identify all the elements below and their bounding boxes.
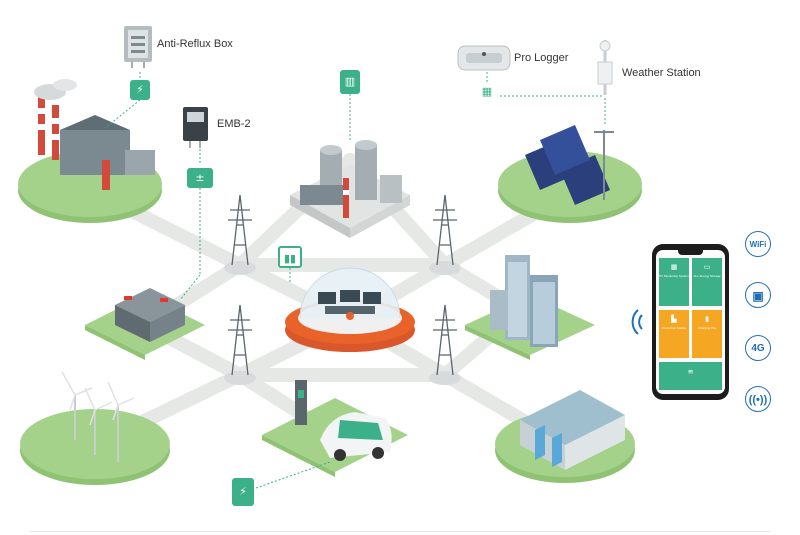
solar-farm-platform (498, 125, 642, 223)
battery-platform (85, 288, 205, 360)
solar-icon: ▦ (670, 264, 678, 271)
city-platform (465, 255, 595, 360)
wind-farm-platform (20, 371, 170, 485)
tile-label: Production Station (661, 326, 687, 331)
industrial-plant-platform (290, 140, 410, 238)
factory-platform (18, 79, 162, 223)
emb2-device (183, 107, 208, 148)
monitor-chart-icon: ▮▮ (278, 246, 302, 268)
phone-notch (678, 250, 703, 255)
anti-reflux-box-label: Anti-Reflux Box (157, 38, 233, 50)
tile-label: Charging Pile (697, 326, 716, 331)
wifi-icon: WiFi (745, 231, 771, 257)
phone-screen: ▦ PV Monitoring System ▭ ALL Energy Stor… (656, 250, 725, 394)
solar-panel-icon: ▦ (475, 82, 499, 102)
factory-icon: ▙ (671, 316, 677, 323)
charger-icon: ▮ (705, 316, 709, 323)
control-center-dome (285, 267, 415, 352)
transmission-pylons (224, 194, 461, 385)
tile-charging-pile[interactable]: ▮ Charging Pile (692, 310, 722, 358)
battery-plus-minus-icon: ± (187, 168, 213, 188)
building-icon: ▥ (340, 70, 360, 94)
pro-logger-label: Pro Logger (514, 52, 569, 64)
bottom-divider (30, 531, 770, 532)
energy-charge-icon: ⚡ (130, 80, 150, 100)
anti-reflux-box-device (124, 26, 152, 68)
tile-energy-storage[interactable]: ▭ ALL Energy Storage (692, 258, 722, 306)
weather-station-device (597, 40, 613, 95)
tile-label: ALL Energy Storage (693, 274, 721, 279)
hydro-dam-platform (495, 390, 635, 483)
cellular-4g-icon: 4G (745, 335, 771, 361)
data-connectors (104, 72, 606, 489)
radio-signal-icon: ((•)) (745, 386, 771, 412)
tile-production-station[interactable]: ▙ Production Station (659, 310, 689, 358)
ethernet-icon: ▣ (745, 282, 771, 308)
monitoring-app-phone: ▦ PV Monitoring System ▭ ALL Energy Stor… (652, 244, 729, 400)
weather-station-label: Weather Station (622, 67, 701, 79)
industry-wifi-icon: ≋ (687, 369, 694, 376)
tile-industry-wifi[interactable]: ≋ (659, 362, 722, 390)
pro-logger-device (457, 45, 511, 71)
emb2-label: EMB-2 (217, 118, 251, 130)
battery-icon: ▭ (703, 264, 711, 271)
tile-label: PV Monitoring System (659, 274, 689, 279)
tile-pv-monitoring[interactable]: ▦ PV Monitoring System (659, 258, 689, 306)
wireless-signal-icon (631, 309, 643, 335)
ev-charger-icon: ⚡ (232, 478, 254, 506)
